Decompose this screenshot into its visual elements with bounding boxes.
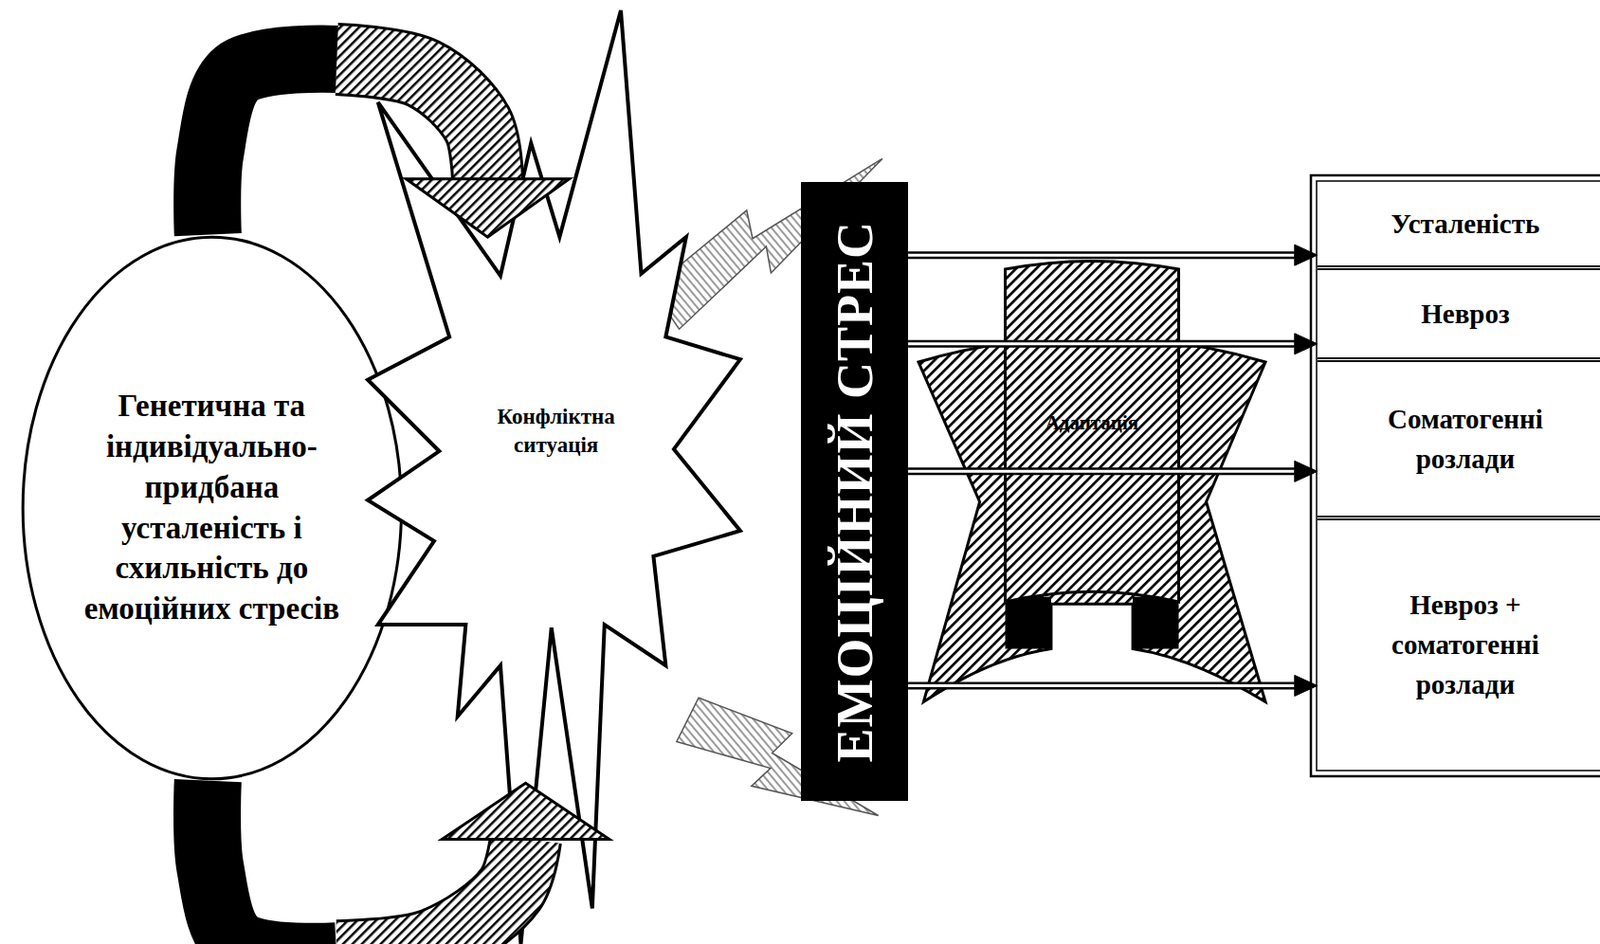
- text-holder: Невроз + соматогенні розлади: [1363, 584, 1567, 705]
- arrow-head: [1294, 460, 1318, 482]
- adaptation-text: Адаптація: [918, 411, 1266, 436]
- text-holder: Конфліктна ситуація: [454, 402, 658, 460]
- factor-text: Генетична та індивідуально-придбана уста…: [83, 385, 340, 630]
- double-line-outer: [908, 251, 1295, 259]
- arrow-head: [1294, 244, 1318, 266]
- arrow-outline: [336, 839, 526, 944]
- text-holder: Адаптація: [918, 411, 1266, 436]
- arrow-black-band: [207, 781, 338, 944]
- outcome-row: Невроз: [1317, 270, 1600, 363]
- outcome-row: Усталеність: [1317, 181, 1600, 272]
- outcome-text: Усталеність: [1363, 203, 1567, 244]
- outcome-text: Невроз + соматогенні розлади: [1363, 584, 1567, 705]
- outcome-text: Невроз: [1363, 293, 1567, 334]
- arrow-head: [1294, 333, 1318, 355]
- arrow-black-band: [207, 58, 338, 235]
- double-line-inner: [908, 254, 1295, 257]
- adaptation-shape-outline: [918, 254, 1266, 705]
- ellipse-outline: [22, 236, 401, 780]
- conflict-starburst-outline: [367, 10, 741, 944]
- text-holder: Соматогенні розлади: [1363, 399, 1567, 479]
- conflict-text: Конфліктна ситуація: [454, 402, 658, 460]
- outcome-row: Невроз + соматогенні розлади: [1317, 520, 1600, 770]
- adaptation-shape: Адаптація: [918, 254, 1266, 705]
- starburst-outline: [367, 10, 741, 944]
- outcome-row: Соматогенні розлади: [1317, 362, 1600, 521]
- factor-ellipse-outline: [20, 235, 404, 782]
- text-holder: Генетична та індивідуально-придбана уста…: [83, 385, 340, 630]
- stress-bar: ЕМОЦІЙНИЙ СТРЕС: [800, 181, 909, 801]
- outcome-text: Соматогенні розлади: [1363, 399, 1567, 479]
- text-holder: Невроз: [1363, 293, 1567, 334]
- factor-ellipse: Генетична та індивідуально-придбана уста…: [20, 235, 404, 782]
- curved-arrow: [207, 781, 610, 944]
- stress-text: ЕМОЦІЙНИЙ СТРЕС: [825, 220, 885, 764]
- arrow-hatched-shaft: [336, 839, 526, 944]
- arrow-head: [1294, 674, 1318, 696]
- adaptation-outline: [918, 261, 1266, 703]
- text-holder: Усталеність: [1363, 203, 1567, 244]
- conflict-starburst: Конфліктна ситуація: [367, 10, 741, 944]
- outcome-frame: [1310, 175, 1600, 777]
